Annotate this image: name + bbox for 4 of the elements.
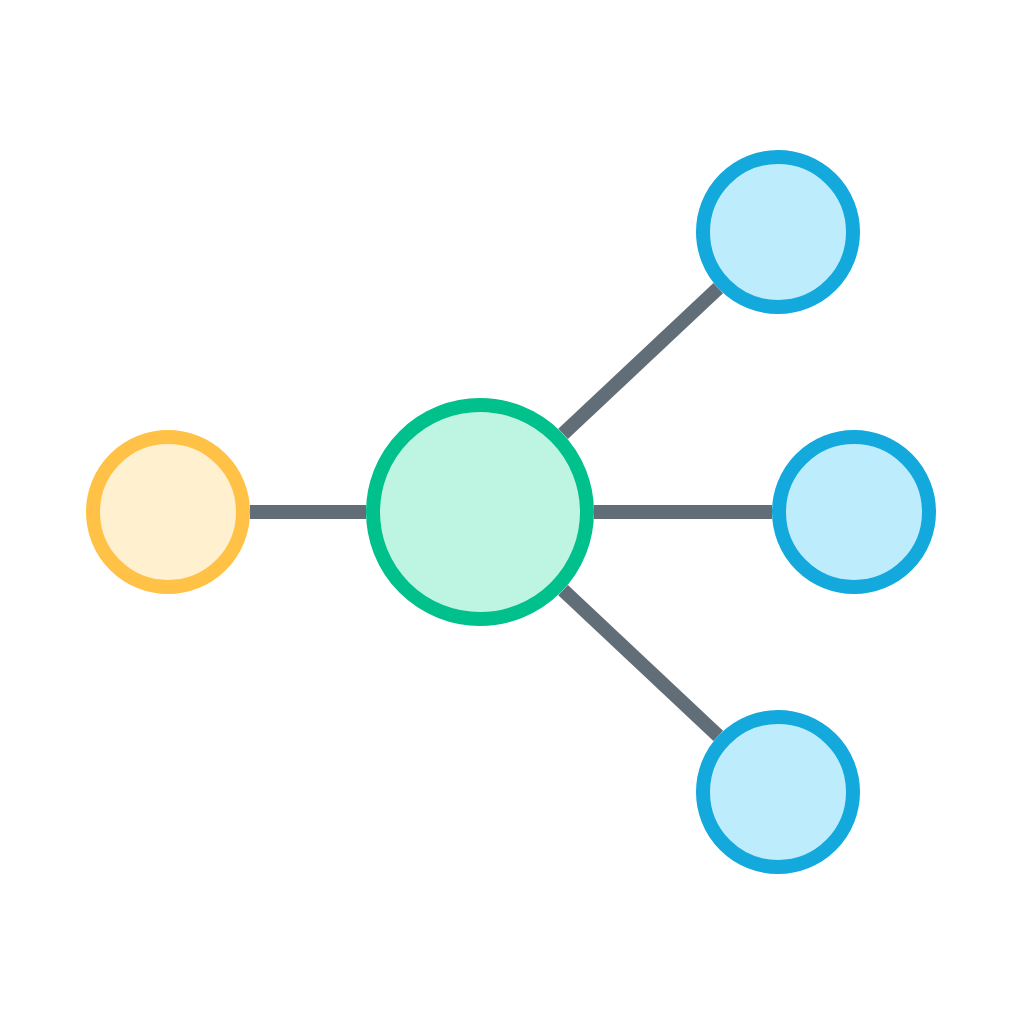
connector-line xyxy=(250,505,366,519)
connector-line xyxy=(558,283,724,440)
connector-line xyxy=(594,505,772,519)
connector-line xyxy=(558,584,724,741)
